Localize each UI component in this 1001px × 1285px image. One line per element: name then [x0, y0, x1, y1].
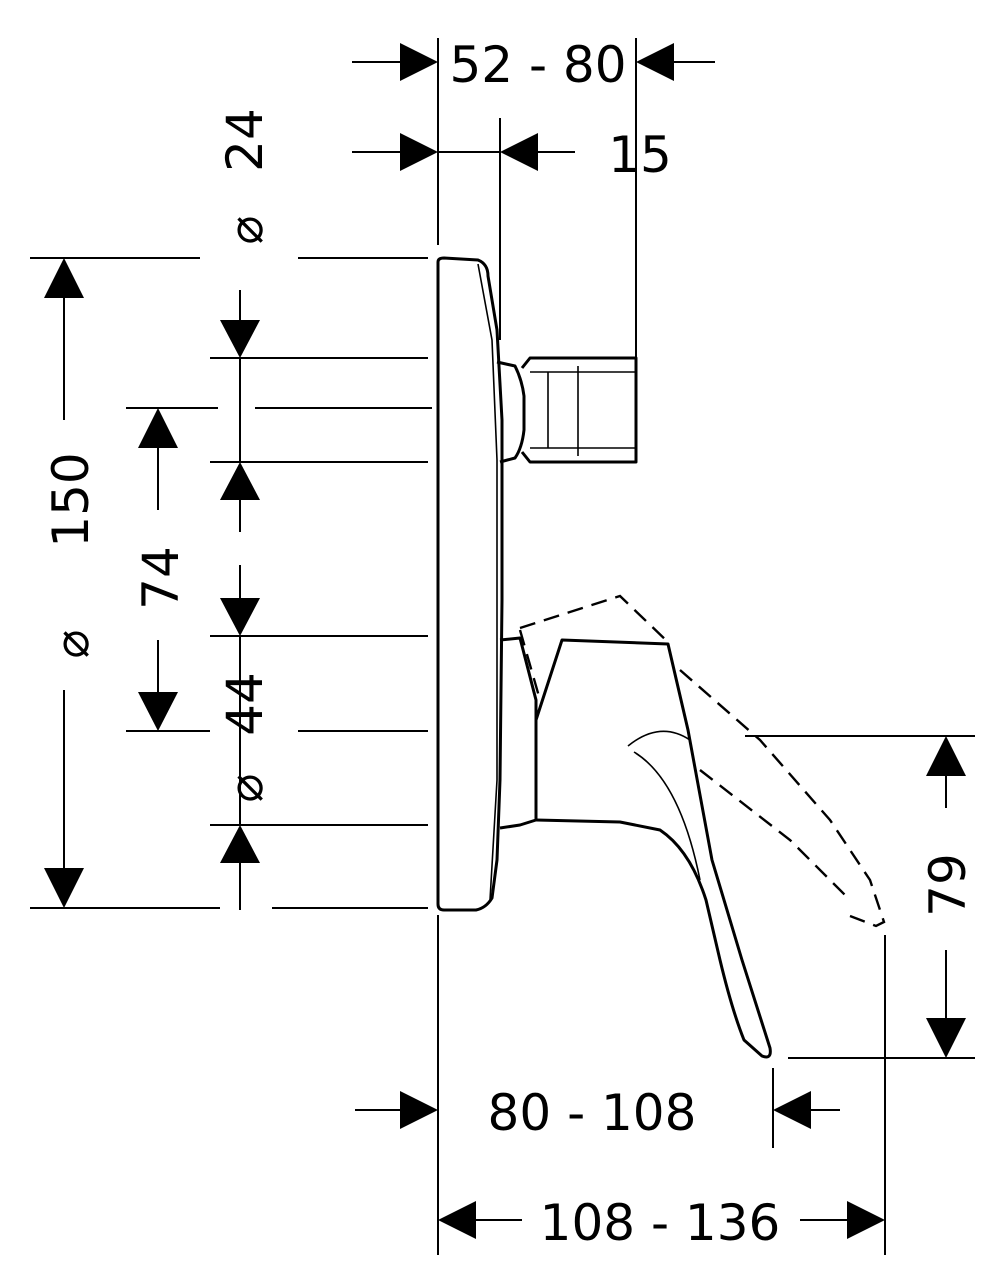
dim-bottom-2: 108 - 136 — [540, 1194, 781, 1252]
lever-open-position — [518, 594, 886, 928]
dim-bottom-1: 80 - 108 — [488, 1084, 697, 1142]
dim-74: 74 — [132, 546, 190, 610]
dim-79: 79 — [919, 853, 977, 917]
diverter-knob — [496, 356, 638, 464]
extension-lines — [30, 38, 975, 1255]
lever-handle — [499, 636, 772, 1059]
diameter-symbol-24: ⌀ — [218, 216, 274, 245]
wall-plate — [436, 256, 504, 912]
dim-44: 44 — [216, 672, 274, 736]
diameter-symbol-44: ⌀ — [218, 774, 274, 803]
dim-24: 24 — [216, 108, 274, 172]
dimension-arrows — [44, 43, 966, 1239]
dim-150: 150 — [42, 452, 100, 547]
dim-top-small: 15 — [608, 126, 672, 184]
diameter-symbol-150: ⌀ — [44, 630, 100, 659]
dimension-labels: 52 - 80 15 24 ⌀ 150 ⌀ 74 44 ⌀ 79 80 - 10… — [42, 36, 977, 1252]
mixer-part — [436, 256, 886, 1059]
dim-top-width: 52 - 80 — [449, 36, 626, 94]
